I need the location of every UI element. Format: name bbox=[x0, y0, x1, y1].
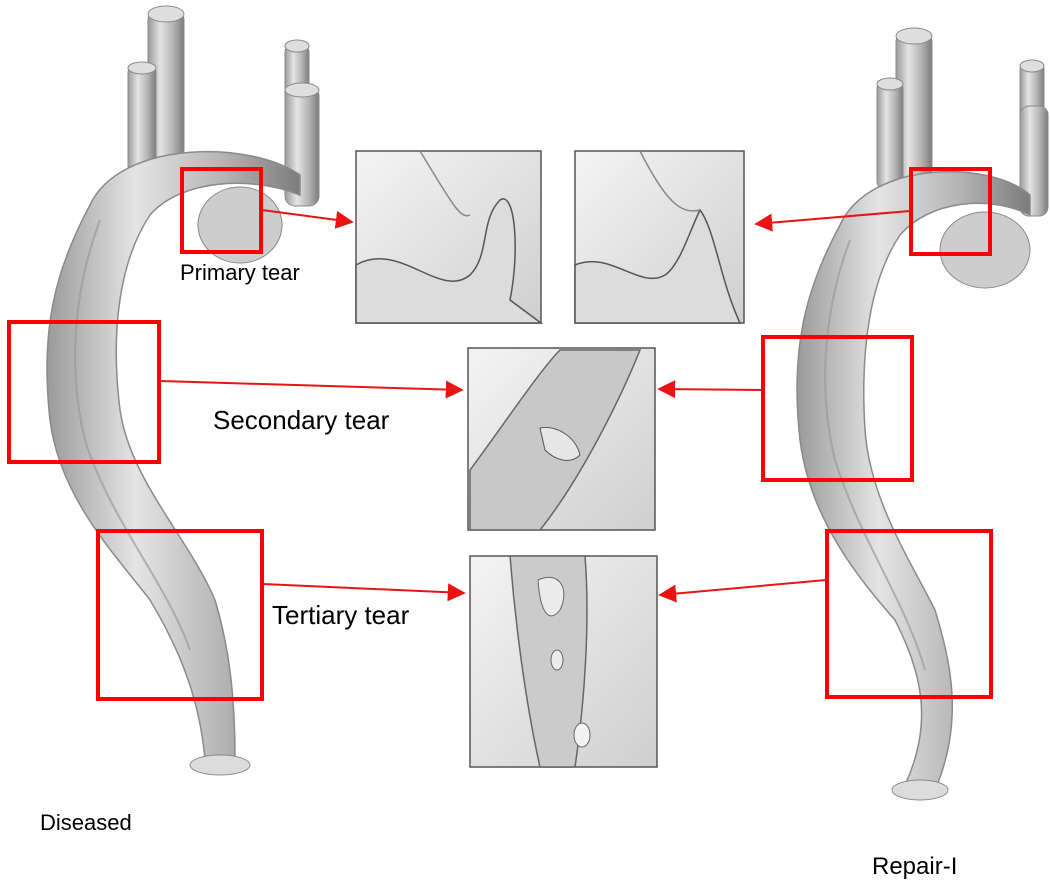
inset-primary-diseased bbox=[356, 151, 541, 323]
diseased-label: Diseased bbox=[40, 810, 132, 836]
diseased-aorta-model bbox=[47, 6, 319, 775]
arrow-tertiary-diseased bbox=[263, 584, 464, 593]
arrow-secondary-diseased bbox=[160, 381, 462, 390]
primary-tear-label: Primary tear bbox=[180, 260, 300, 286]
arrow-tertiary-repair bbox=[660, 580, 826, 595]
repair-label: Repair-I bbox=[872, 853, 957, 881]
inset-tertiary bbox=[470, 556, 657, 767]
inset-primary-repair bbox=[575, 151, 744, 323]
secondary-tear-label: Secondary tear bbox=[213, 405, 389, 436]
arrow-secondary-repair bbox=[659, 389, 762, 390]
repair-aorta-model bbox=[797, 28, 1048, 800]
inset-secondary bbox=[468, 348, 655, 530]
tertiary-tear-label: Tertiary tear bbox=[272, 600, 409, 631]
